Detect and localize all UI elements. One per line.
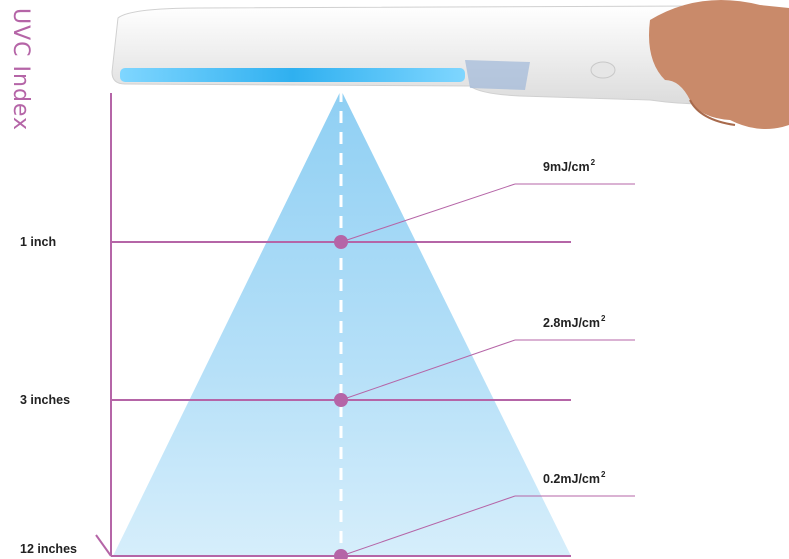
measurement-dot <box>334 235 348 249</box>
dose-value-label: 9mJ/cm <box>543 160 590 174</box>
dose-unit-superscript: 2 <box>601 314 606 323</box>
dose-unit-superscript: 2 <box>601 470 606 479</box>
uv-wand-image <box>112 0 789 129</box>
distance-label: 12 inches <box>20 542 77 556</box>
uv-lamp-glow <box>120 68 465 82</box>
dose-value-label: 0.2mJ/cm <box>543 472 600 486</box>
distance-label: 1 inch <box>20 235 56 249</box>
distance-label: 3 inches <box>20 393 70 407</box>
measurement-dot <box>334 393 348 407</box>
dose-unit-superscript: 2 <box>591 158 596 167</box>
dose-value-label: 2.8mJ/cm <box>543 316 600 330</box>
